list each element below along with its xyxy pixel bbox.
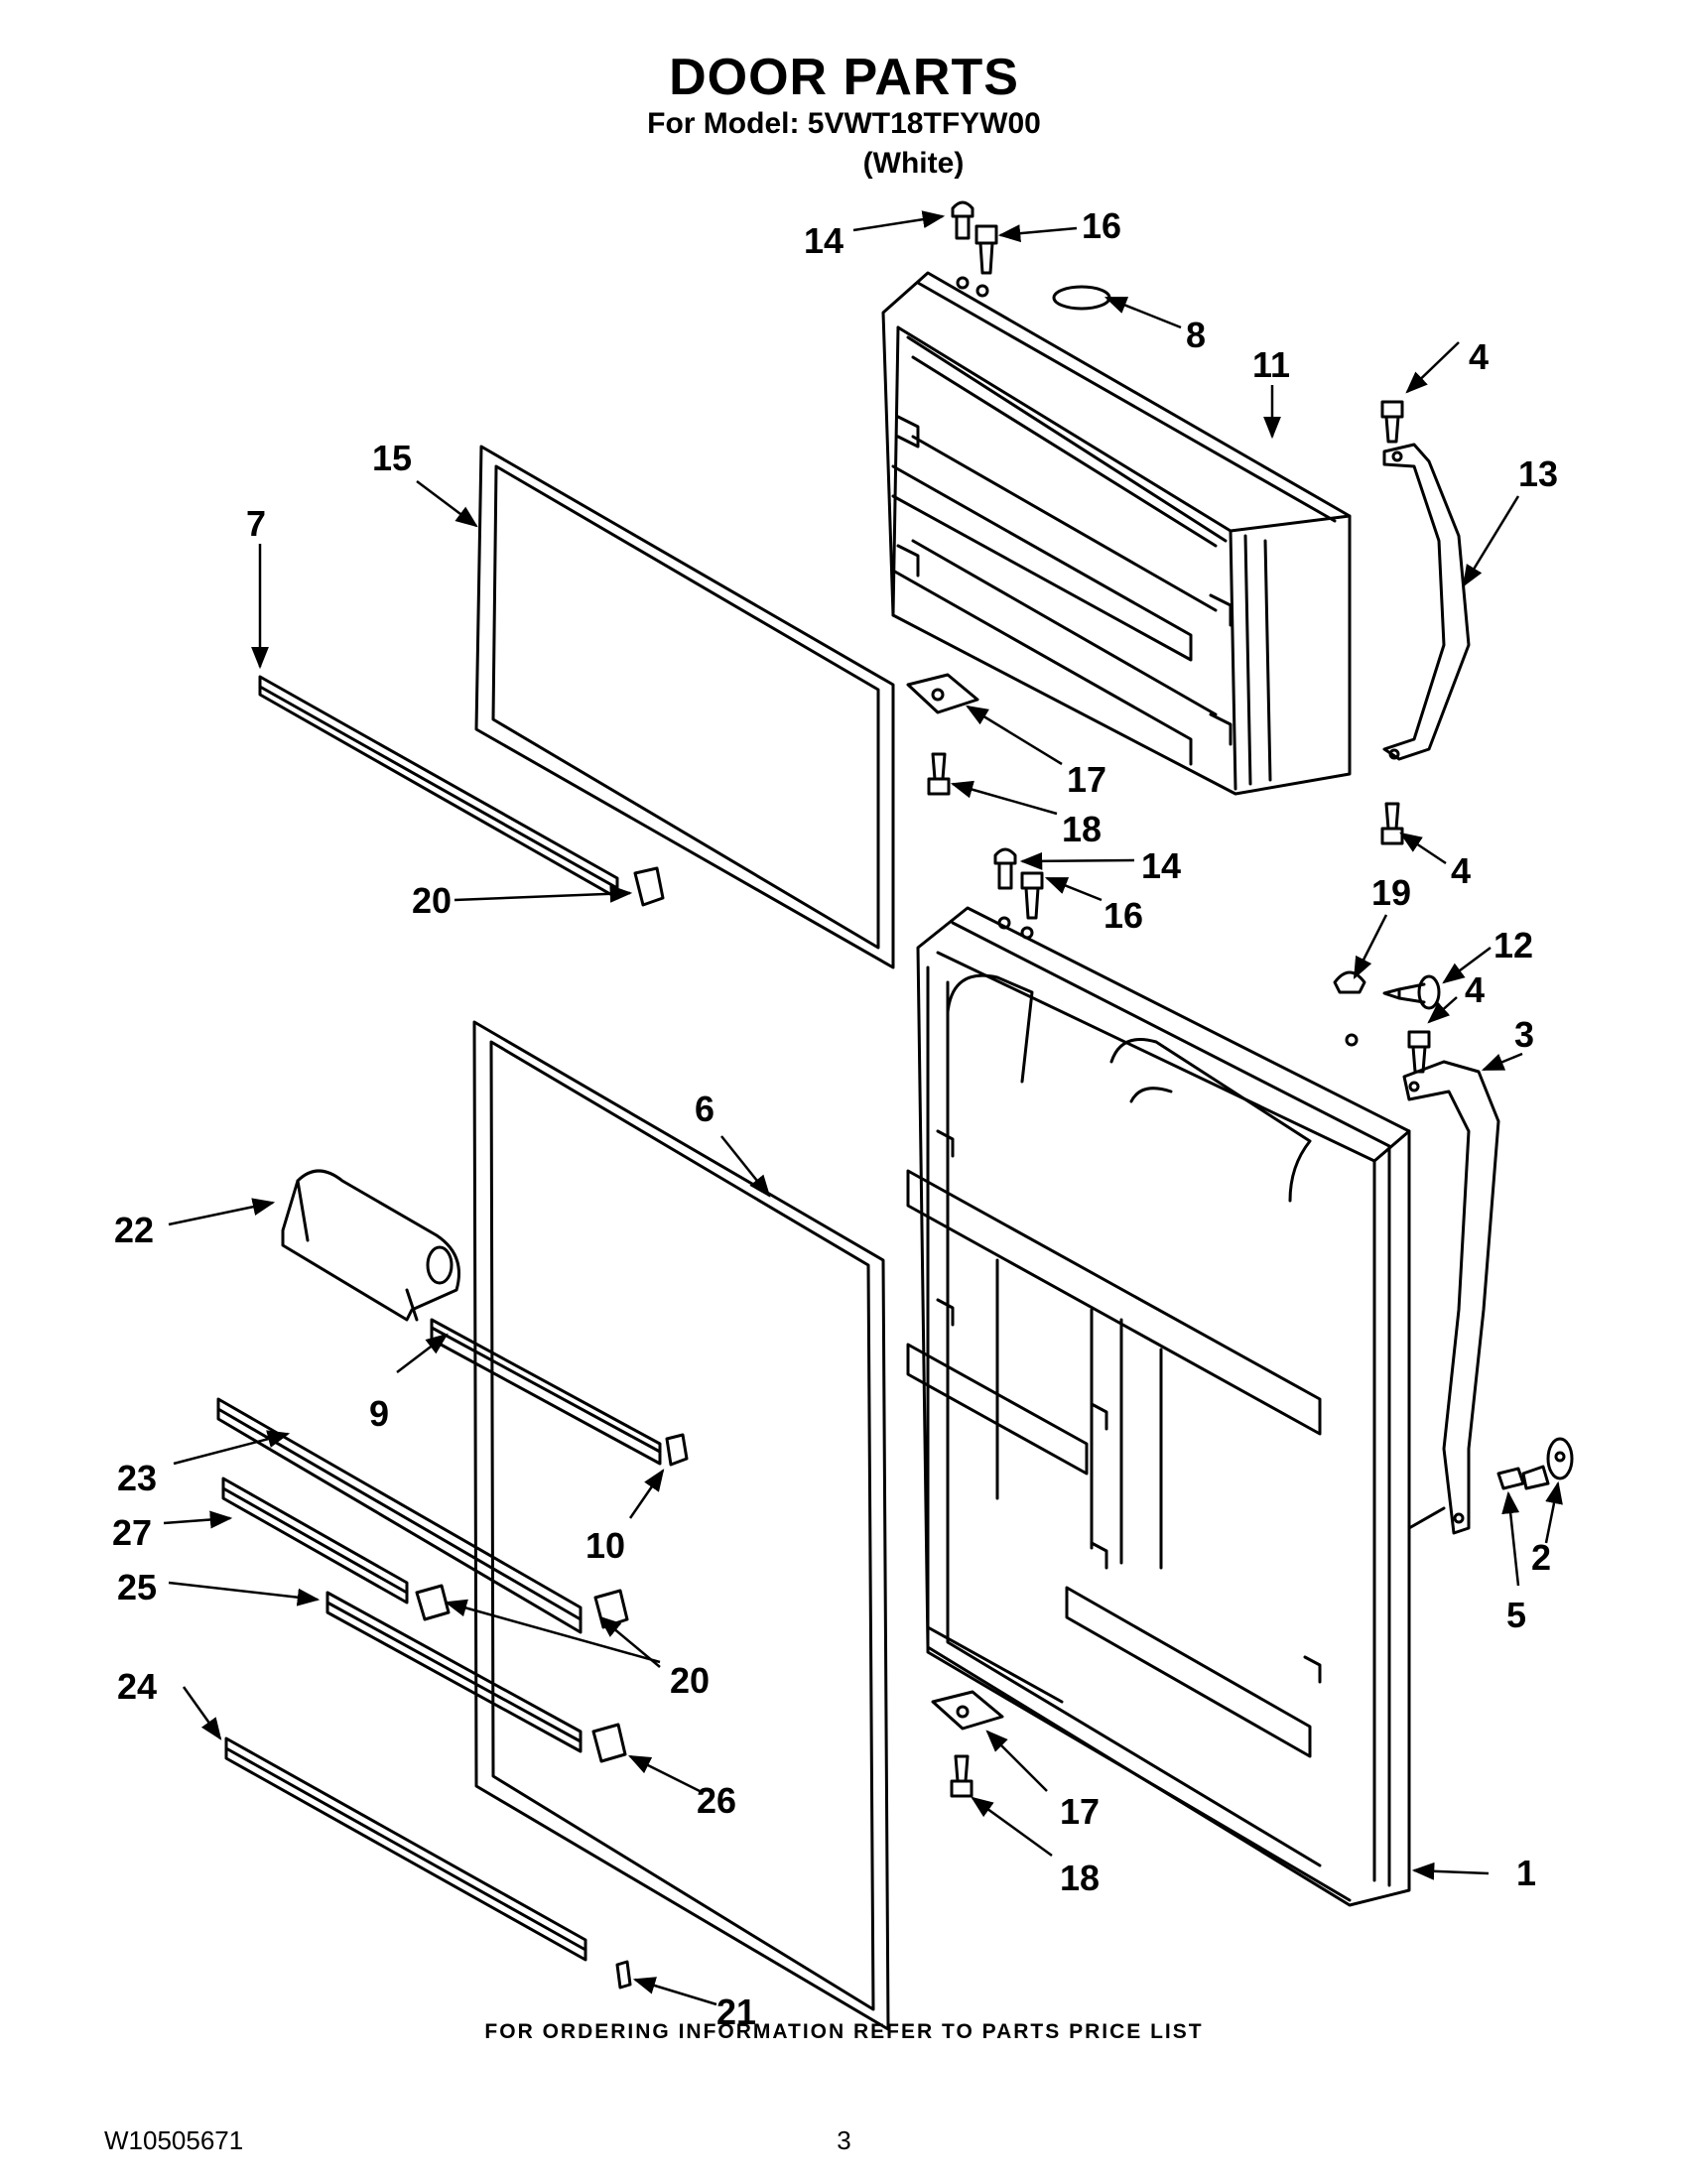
trim-clip-21 <box>615 1960 632 1990</box>
callout-20b: 20 <box>670 1660 710 1701</box>
handle-screw-top <box>1380 400 1404 444</box>
callout-19: 19 <box>1371 872 1411 913</box>
shelf-trim-9 <box>430 1318 662 1466</box>
fresh-food-door <box>906 906 1446 1907</box>
freezer-top-pin <box>951 200 974 240</box>
fresh-hinge <box>931 1690 1004 1731</box>
callout-8: 8 <box>1186 315 1206 355</box>
callout-18a: 18 <box>1062 809 1102 849</box>
callout-10: 10 <box>585 1525 625 1566</box>
trim-clip-10 <box>665 1433 689 1467</box>
callout-labels: 1 2 3 4 4 4 5 6 7 8 9 10 11 12 13 14 14 … <box>112 205 1558 2032</box>
trim-cap-20b <box>593 1589 629 1629</box>
fresh-top-pin <box>993 847 1017 890</box>
callout-24: 24 <box>117 1666 157 1707</box>
freezer-trim-cap <box>633 866 665 907</box>
callout-21: 21 <box>716 1991 756 2032</box>
handle-end-screw <box>1496 1465 1550 1490</box>
callout-14b: 14 <box>1141 845 1181 886</box>
color-subtitle: (White) <box>862 147 965 180</box>
callout-4a: 4 <box>1469 336 1489 377</box>
callout-9: 9 <box>369 1393 389 1434</box>
fresh-top-screw <box>1020 871 1044 920</box>
fresh-food-handle <box>1402 1060 1500 1535</box>
callout-17a: 17 <box>1067 759 1106 800</box>
callout-18b: 18 <box>1060 1858 1100 1898</box>
freezer-door <box>881 271 1352 796</box>
callout-7: 7 <box>246 503 266 544</box>
door-bin <box>281 1169 460 1322</box>
shelf-trim-25 <box>325 1591 583 1753</box>
callout-14a: 14 <box>804 220 844 261</box>
leader-lines <box>163 210 1563 2006</box>
callout-3: 3 <box>1514 1014 1534 1055</box>
trim-cap-20a <box>415 1584 451 1621</box>
callout-16a: 16 <box>1082 205 1121 246</box>
fresh-food-gasket <box>472 1020 890 2031</box>
shelf-trim-27 <box>221 1477 409 1605</box>
callout-15: 15 <box>372 438 412 478</box>
page-number: 3 <box>837 2125 851 2155</box>
freezer-gasket <box>474 445 895 969</box>
callout-22: 22 <box>114 1210 154 1250</box>
freezer-top-screw <box>974 224 998 275</box>
callout-27: 27 <box>112 1512 152 1553</box>
hinge-pin <box>1382 974 1441 1010</box>
page-title: DOOR PARTS <box>669 49 1019 106</box>
callout-1: 1 <box>1516 1853 1536 1893</box>
fresh-hinge-screw <box>950 1754 974 1798</box>
model-subtitle: For Model: 5VWT18TFYW00 <box>647 107 1041 140</box>
handle-end-cap <box>1546 1437 1574 1480</box>
freezer-hinge-screw <box>927 752 951 796</box>
shelf-trim-24 <box>224 1736 587 1962</box>
callout-25: 25 <box>117 1567 157 1607</box>
freezer-hinge <box>906 673 979 714</box>
callout-6: 6 <box>695 1089 714 1129</box>
document-id: W10505671 <box>104 2125 244 2155</box>
callout-4b: 4 <box>1465 969 1485 1010</box>
ordering-note: FOR ORDERING INFORMATION REFER TO PARTS … <box>484 2020 1204 2043</box>
gasket-ring <box>1052 285 1111 311</box>
callout-2: 2 <box>1531 1537 1551 1578</box>
trim-cap-26 <box>591 1723 627 1763</box>
callout-16b: 16 <box>1104 895 1143 936</box>
freezer-handle <box>1382 443 1471 761</box>
callout-20a: 20 <box>412 880 452 921</box>
callout-26: 26 <box>697 1780 736 1821</box>
callout-23: 23 <box>117 1458 157 1498</box>
callout-12: 12 <box>1493 925 1533 965</box>
hole-plug <box>1333 970 1366 994</box>
fresh-handle-screw <box>1407 1030 1431 1074</box>
freezer-trim-strip <box>258 675 619 900</box>
callout-5: 5 <box>1506 1595 1526 1635</box>
callout-13: 13 <box>1518 453 1558 494</box>
callout-11: 11 <box>1252 344 1290 385</box>
callout-17b: 17 <box>1060 1791 1100 1832</box>
handle-screw-bottom <box>1380 802 1404 845</box>
callout-4c: 4 <box>1451 850 1471 891</box>
